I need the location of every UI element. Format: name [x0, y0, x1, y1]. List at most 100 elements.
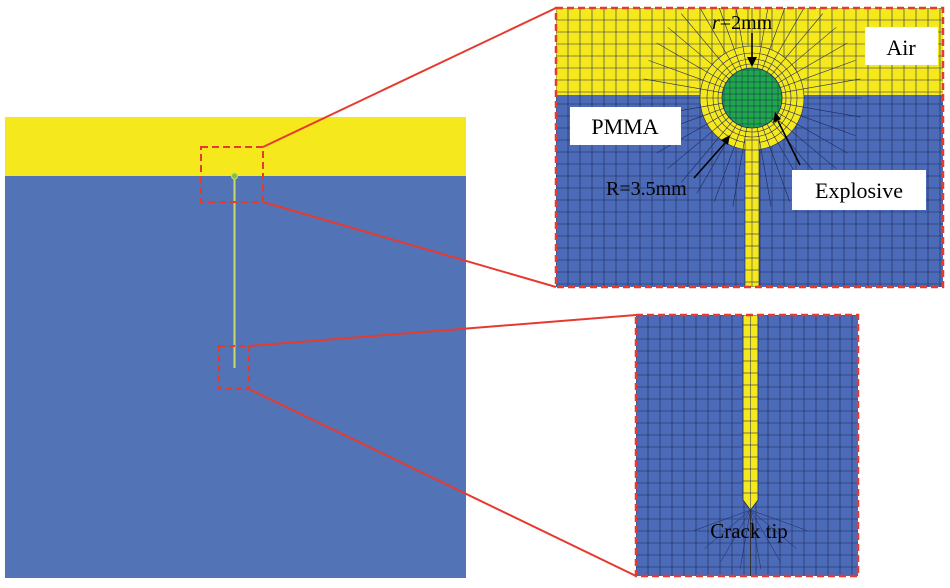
callout-lines: [248, 7, 637, 577]
air-label: Air: [886, 35, 916, 60]
radius-arrows: [693, 33, 801, 179]
mesh-line: [699, 8, 727, 54]
borehole-labels: Air PMMA Explosive r=2mm R=3.5mm: [570, 12, 938, 210]
pmma-label-box: [570, 107, 681, 145]
mesh-line: [643, 78, 701, 90]
explosive-charge: [721, 67, 783, 129]
mesh-line: [771, 120, 786, 139]
mesh-line: [760, 149, 772, 207]
callout-line: [248, 314, 637, 347]
mesh-line: [756, 46, 762, 69]
mesh-line: [706, 71, 727, 84]
mesh-line: [803, 78, 861, 90]
explosive-mesh: [722, 68, 782, 128]
mesh-line: [777, 71, 798, 84]
mesh-line: [711, 117, 730, 132]
mesh-line: [766, 123, 779, 144]
mesh-line: [667, 27, 713, 65]
callout-line: [248, 388, 637, 577]
mesh-line: [750, 509, 762, 570]
mesh-line: [714, 146, 735, 202]
mesh-line: [756, 127, 762, 150]
mesh-line: [761, 126, 771, 147]
mesh-line: [750, 509, 797, 549]
large-radius-label: R=3.5mm: [606, 178, 687, 200]
mesh-line: [750, 509, 807, 531]
mesh-line: [718, 57, 733, 76]
air-label-box: [865, 27, 938, 65]
mesh-line: [766, 52, 779, 73]
pmma-label: PMMA: [591, 114, 658, 139]
mesh-line: [771, 57, 786, 76]
mesh-line: [696, 142, 727, 194]
mesh-line: [656, 123, 708, 154]
mesh-line: [720, 509, 751, 563]
mesh-line: [777, 112, 798, 125]
mesh-line: [704, 509, 751, 549]
arrow-large-radius: [693, 142, 726, 179]
mesh-line: [791, 131, 837, 169]
mesh-line: [694, 509, 751, 531]
mesh-line: [725, 52, 738, 73]
explosive-hole: [231, 172, 238, 180]
mesh-line: [656, 42, 708, 73]
mesh-line: [706, 112, 727, 125]
mesh-line: [703, 107, 724, 117]
borehole-zoom-frame: [554, 6, 945, 289]
mesh-line: [739, 509, 751, 570]
crack-strip-mesh-bottom: [743, 315, 758, 510]
mesh-line: [769, 8, 786, 50]
mesh-line: [735, 8, 744, 47]
mesh-line: [780, 79, 801, 89]
arrow-explosive: [777, 120, 801, 166]
mesh-line: [785, 13, 823, 59]
mesh-line: [800, 60, 856, 81]
mesh-line: [681, 13, 719, 59]
arrowhead-small-radius: [747, 57, 757, 67]
mesh-line: [742, 127, 748, 150]
zoom-box-crack-tip: [218, 345, 250, 390]
explosive-label: Explosive: [815, 178, 903, 203]
mesh-line: [761, 49, 771, 70]
mesh-line: [718, 8, 735, 50]
mesh-line: [781, 88, 804, 94]
mesh-line: [711, 64, 730, 79]
callout-line: [262, 201, 557, 288]
mesh-line: [796, 123, 848, 154]
mesh-line: [667, 131, 713, 169]
mesh-line: [733, 126, 743, 147]
zoom-box-borehole: [200, 146, 264, 203]
crack-tip-label: Crack tip: [710, 519, 788, 543]
radius-value: =2mm: [720, 12, 773, 34]
mesh-line: [777, 8, 805, 54]
mesh-line: [774, 64, 793, 79]
mesh-line: [796, 42, 848, 73]
mesh-line: [781, 102, 804, 108]
mesh-line: [648, 60, 704, 81]
callout-line: [262, 7, 557, 148]
mesh-line: [769, 146, 790, 202]
mesh-line: [780, 107, 801, 117]
mesh-line: [703, 79, 724, 89]
mesh-line: [700, 88, 723, 94]
mesh-line: [800, 115, 856, 136]
mesh-line: [700, 102, 723, 108]
radius-variable: r: [712, 12, 720, 34]
crack-tip-zoom-frame: [634, 313, 860, 578]
mesh-line: [791, 27, 837, 65]
arrowhead-explosive: [773, 112, 781, 123]
mesh-line: [718, 120, 733, 139]
crack-tip-zoom-view: Crack tip: [636, 315, 858, 576]
mesh-line: [750, 509, 781, 563]
mesh-line: [732, 149, 744, 207]
arrowhead-large-radius: [721, 135, 730, 145]
small-radius-label: r=2mm: [712, 12, 773, 34]
overview-model: [5, 117, 466, 578]
mesh-line: [803, 106, 861, 118]
mesh-line: [681, 137, 719, 183]
mesh-line: [760, 8, 769, 47]
crack-strip-mesh: [745, 140, 759, 287]
mesh-line: [742, 46, 748, 69]
